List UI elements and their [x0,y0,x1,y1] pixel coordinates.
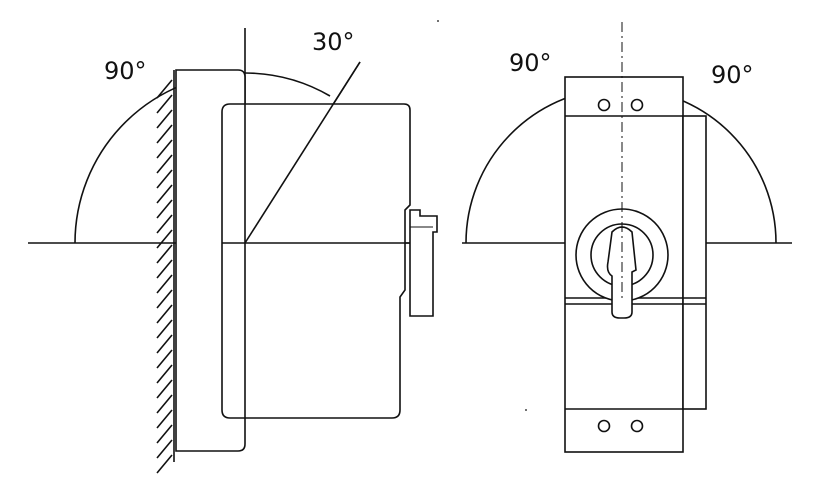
label-left-upright-angle: 90° [104,57,147,85]
screw-hole-top-right [630,98,644,112]
side-view-arc-tilt [244,72,331,97]
hatch-mark [156,214,173,234]
front-view [462,22,792,453]
handle-block-side [409,209,438,317]
label-right-right-angle: 90° [711,61,754,89]
hatch-mark [156,229,173,249]
hatch-mark [156,109,173,129]
hatch-mark [156,124,173,144]
side-view [28,28,438,474]
tilt-line-overlay [244,61,361,244]
hatch-mark [156,244,173,264]
hatch-mark [156,184,173,204]
label-right-left-angle: 90° [509,49,552,77]
screw-hole-bottom-right [630,419,644,433]
hatch-mark [156,379,173,399]
hatch-mark [156,349,173,369]
hatch-mark [156,94,173,114]
hatch-mark [156,334,173,354]
hatch-mark [156,409,173,429]
hatch-mark [156,259,173,279]
hatch-mark [156,304,173,324]
hatch-mark [156,394,173,414]
hatch-mark [156,454,173,474]
hatch-mark [156,319,173,339]
rotary-handle [606,226,637,319]
hatch-mark [156,424,173,444]
hatch-mark [156,289,173,309]
hatch-mark [156,439,173,459]
hatch-mark [156,199,173,219]
speck-top [437,20,439,22]
hatch-mark [156,139,173,159]
hatch-mark [156,79,173,99]
hatch-mark [156,274,173,294]
screw-hole-bottom-left [597,419,611,433]
hatch-mark [156,364,173,384]
speck-bottom [525,409,527,411]
hatch-mark [156,154,173,174]
breaker-side-panel [682,115,707,410]
screw-hole-top-left [597,98,611,112]
wall-hatch [156,70,175,474]
hatch-mark [156,169,173,189]
label-left-tilt-angle: 30° [312,28,355,56]
breaker-body-side [221,103,411,419]
